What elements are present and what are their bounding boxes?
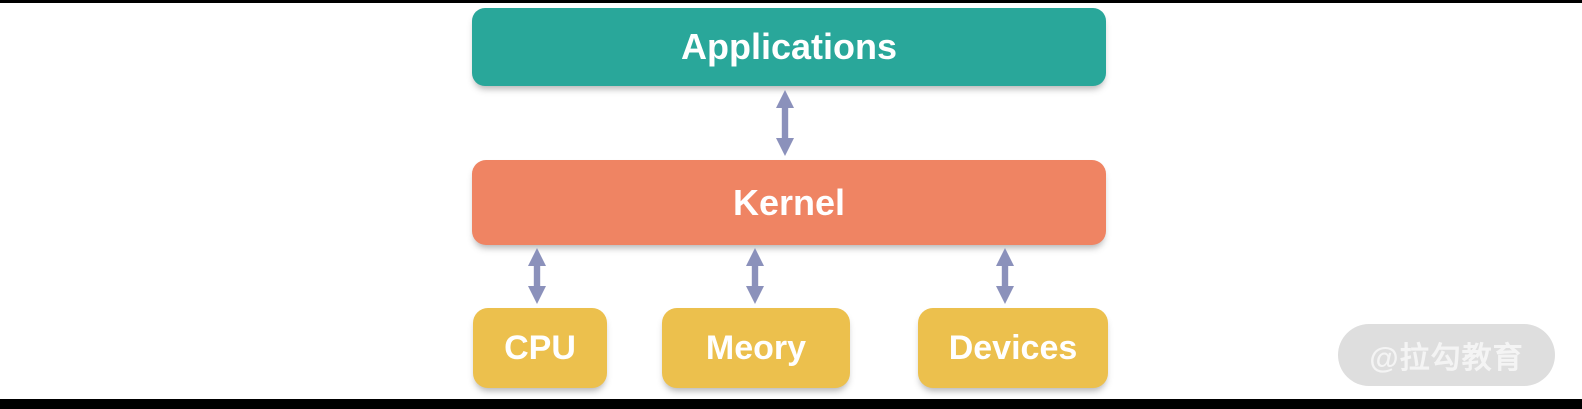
bidirectional-arrow-kernel-meory-icon (746, 248, 764, 304)
watermark-text: @拉勾教育 (1369, 342, 1524, 375)
node-kernel-label: Kernel (732, 181, 846, 223)
top-black-bar (0, 0, 1582, 3)
node-cpu-label: CPU (504, 328, 576, 367)
node-meory: Meory (662, 308, 850, 388)
watermark-badge: @拉勾教育 (1338, 324, 1555, 386)
bidirectional-arrow-applications-kernel-icon (776, 90, 794, 156)
node-cpu: CPU (473, 308, 607, 388)
node-kernel: Kernel (472, 160, 1106, 245)
bottom-black-bar (0, 399, 1582, 409)
node-applications: Applications (472, 8, 1106, 86)
node-devices-label: Devices (948, 328, 1078, 367)
bidirectional-arrow-kernel-cpu-icon (528, 248, 546, 304)
node-meory-label: Meory (705, 328, 807, 367)
node-devices: Devices (918, 308, 1108, 388)
bidirectional-arrow-kernel-devices-icon (996, 248, 1014, 304)
node-applications-label: Applications (680, 26, 898, 67)
